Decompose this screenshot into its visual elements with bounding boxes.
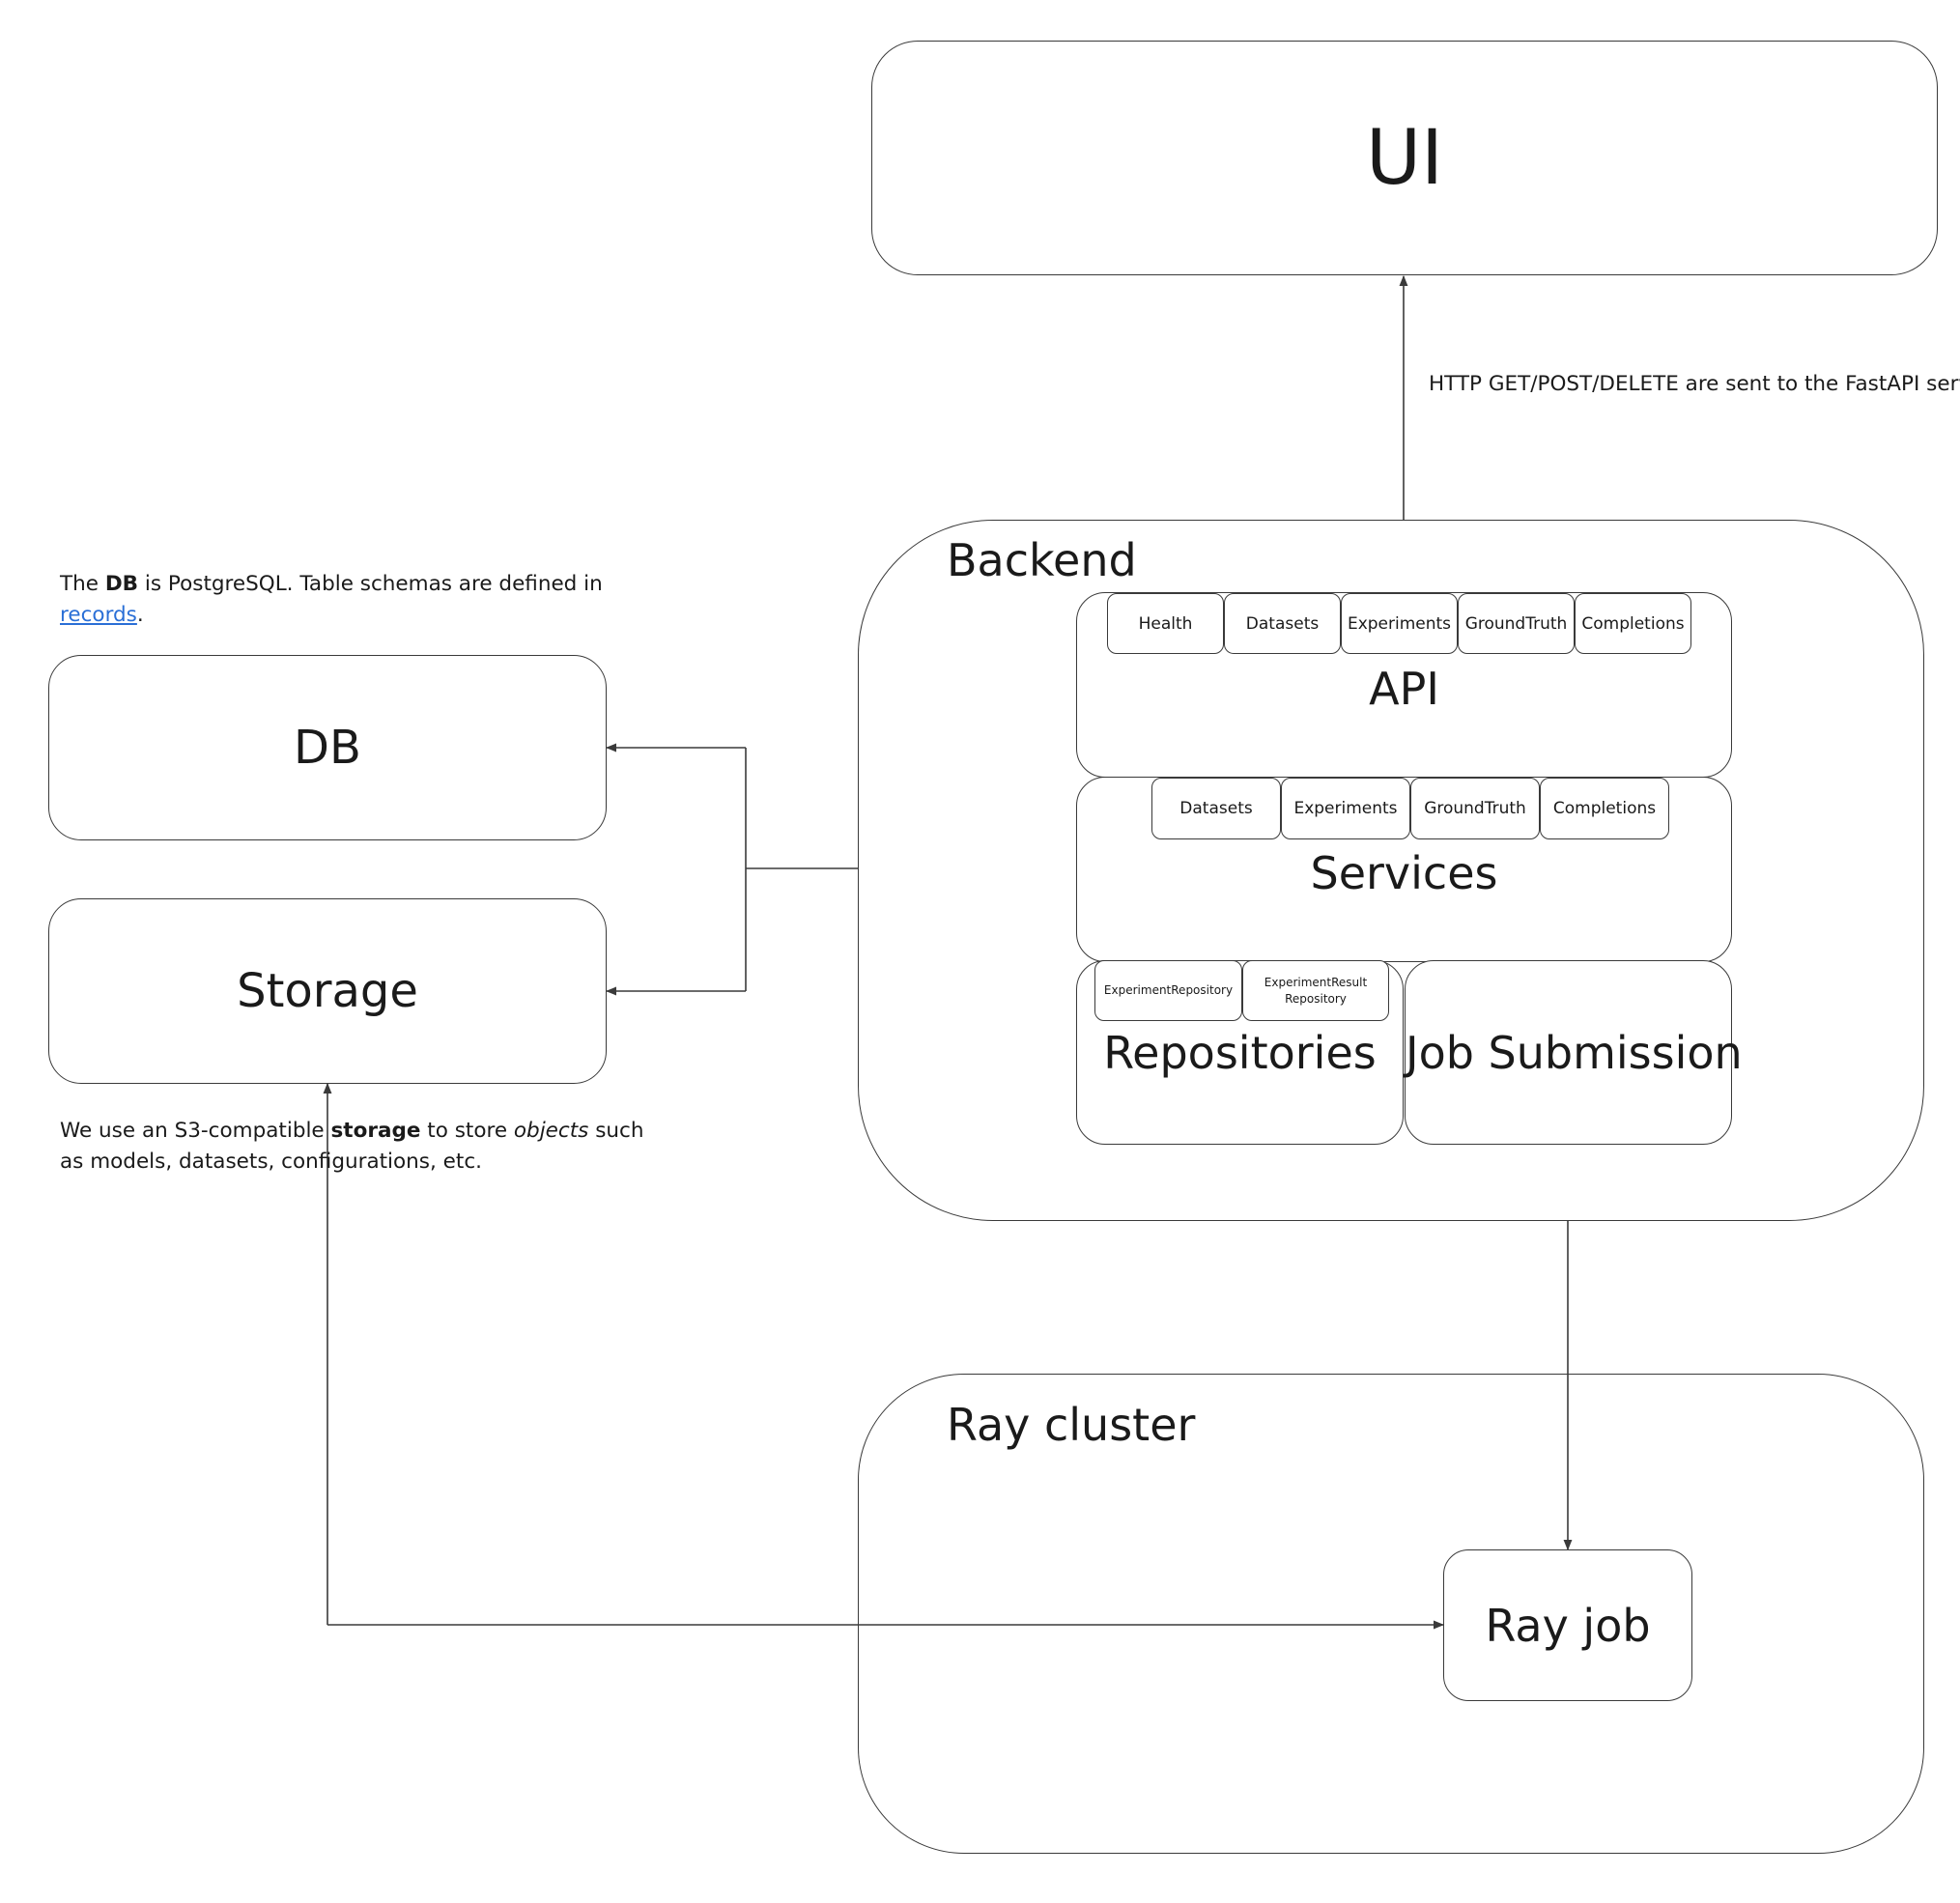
ui-box: UI xyxy=(871,41,1938,275)
ray-job-box: Ray job xyxy=(1443,1549,1692,1701)
storage-title: Storage xyxy=(237,964,418,1018)
db-title: DB xyxy=(294,721,361,775)
storage-box: Storage xyxy=(48,898,607,1084)
storage-note: We use an S3-compatible storage to store… xyxy=(60,1119,644,1174)
repo-tab-experiment-repository[interactable]: ExperimentRepository xyxy=(1094,960,1242,1021)
records-link[interactable]: records xyxy=(60,603,137,627)
services-tab-groundtruth[interactable]: GroundTruth xyxy=(1410,778,1540,839)
job-submission-title: Job Submission xyxy=(1406,1027,1743,1079)
api-tab-groundtruth[interactable]: GroundTruth xyxy=(1458,593,1575,654)
ray-cluster-container xyxy=(858,1374,1924,1854)
ray-cluster-title: Ray cluster xyxy=(947,1399,1196,1451)
services-tab-completions[interactable]: Completions xyxy=(1540,778,1669,839)
backend-title: Backend xyxy=(947,534,1137,586)
api-tab-completions[interactable]: Completions xyxy=(1575,593,1691,654)
api-tab-health[interactable]: Health xyxy=(1107,593,1224,654)
ui-title: UI xyxy=(1365,114,1444,202)
api-tab-experiments[interactable]: Experiments xyxy=(1341,593,1458,654)
api-title: API xyxy=(1369,663,1439,715)
job-submission-box: Job Submission xyxy=(1405,960,1743,1145)
services-tab-experiments[interactable]: Experiments xyxy=(1281,778,1410,839)
services-tab-datasets[interactable]: Datasets xyxy=(1151,778,1281,839)
api-tab-datasets[interactable]: Datasets xyxy=(1224,593,1341,654)
db-box: DB xyxy=(48,655,607,840)
ray-job-title: Ray job xyxy=(1485,1599,1651,1652)
services-title: Services xyxy=(1310,847,1498,899)
db-note: The DB is PostgreSQL. Table schemas are … xyxy=(60,572,603,627)
http-note: HTTP GET/POST/DELETE are sent to the Fas… xyxy=(1429,372,1960,396)
repositories-title: Repositories xyxy=(1103,1027,1377,1079)
repo-tab-experiment-result-repository[interactable]: ExperimentResult Repository xyxy=(1242,960,1389,1021)
